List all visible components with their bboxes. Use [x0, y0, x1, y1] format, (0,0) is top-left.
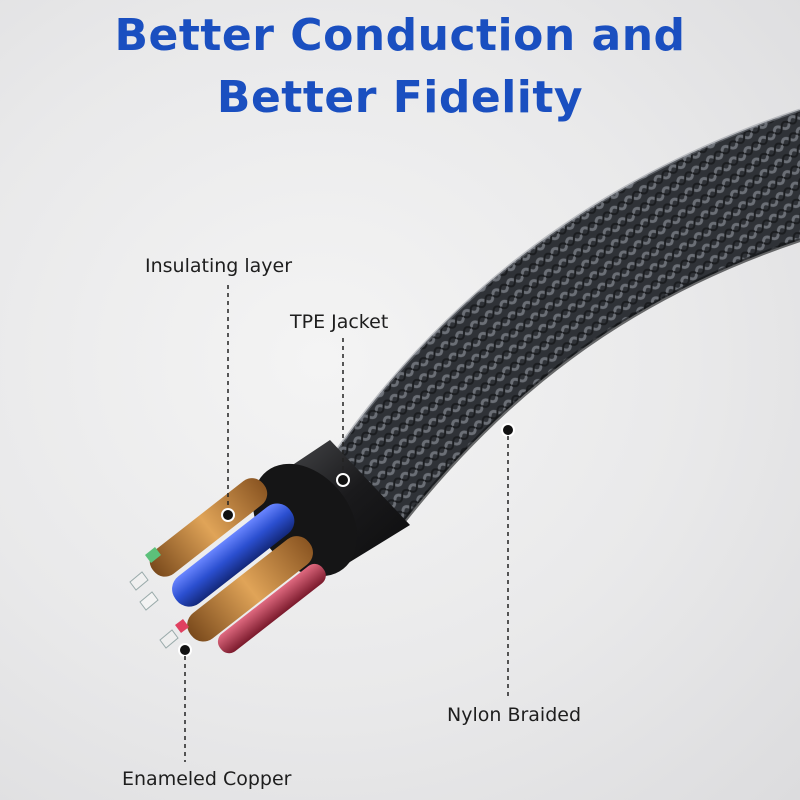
insulating-layer-marker	[221, 508, 235, 522]
headline-line-1: Better Conduction and	[114, 10, 686, 61]
callout-enameled-copper: Enameled Copper	[122, 768, 292, 790]
nylon-braid-cable	[330, 110, 800, 520]
nylon-braided-marker	[501, 423, 515, 437]
headline-line-2: Better Fidelity	[216, 72, 584, 123]
callout-tpe-jacket: TPE Jacket	[290, 311, 389, 333]
inner-strands	[129, 478, 326, 654]
callout-insulating-layer: Insulating layer	[145, 255, 293, 277]
enameled-copper-marker	[178, 643, 192, 657]
callout-nylon-braided: Nylon Braided	[447, 704, 582, 726]
tpe-jacket-marker	[336, 473, 350, 487]
